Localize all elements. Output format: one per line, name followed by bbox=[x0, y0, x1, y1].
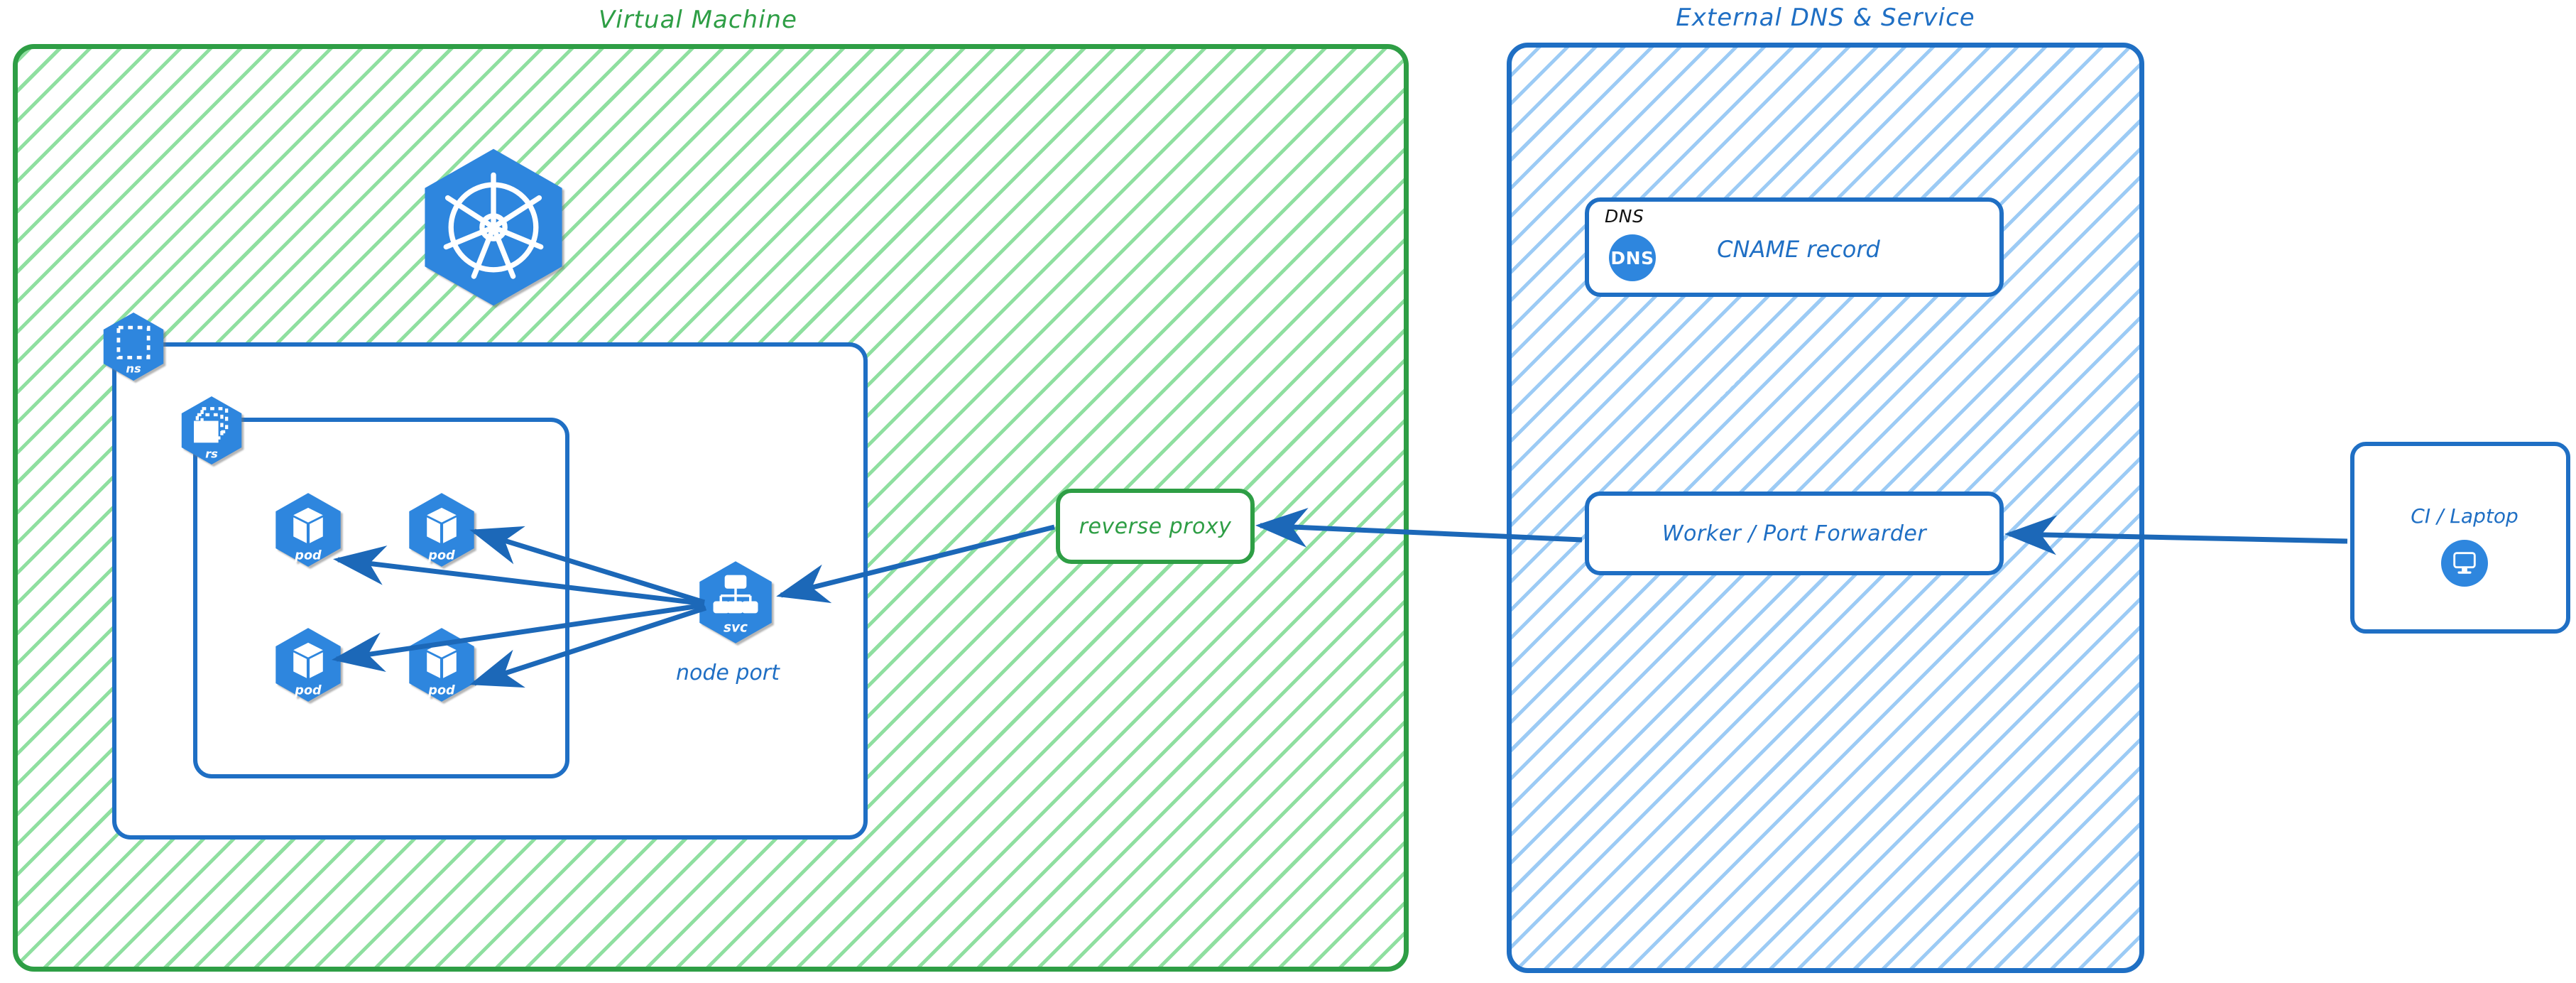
svg-text:svc: svc bbox=[724, 621, 748, 636]
pod-icon-bottom-right: pod bbox=[405, 626, 479, 703]
replicaset-box bbox=[193, 418, 569, 778]
svg-text:pod: pod bbox=[427, 549, 455, 563]
dns-cname-card[interactable]: DNS DNS CNAME record bbox=[1585, 197, 2004, 297]
replicaset-icon: rs bbox=[178, 395, 246, 466]
worker-port-forwarder-label: Worker / Port Forwarder bbox=[1661, 521, 1927, 546]
pod-icon-top-left: pod bbox=[271, 492, 345, 568]
group-external-dns-service-title: External DNS & Service bbox=[1676, 4, 1975, 32]
pod-icon-bottom-left: pod bbox=[271, 626, 345, 703]
reverse-proxy-label: reverse proxy bbox=[1079, 514, 1232, 539]
reverse-proxy-box[interactable]: reverse proxy bbox=[1056, 489, 1255, 564]
svg-text:pod: pod bbox=[427, 684, 455, 698]
worker-port-forwarder-box[interactable]: Worker / Port Forwarder bbox=[1585, 492, 2004, 575]
svg-text:ns: ns bbox=[126, 362, 141, 375]
node-port-caption: node port bbox=[676, 661, 780, 685]
namespace-icon: ns bbox=[99, 311, 168, 382]
dns-kicker-label: DNS bbox=[1605, 206, 1644, 227]
ci-laptop-label: CI / Laptop bbox=[2411, 504, 2518, 528]
dns-circle-icon: DNS bbox=[1609, 234, 1656, 281]
ci-laptop-box[interactable]: CI / Laptop bbox=[2350, 442, 2570, 634]
pod-icon-top-right: pod bbox=[405, 492, 479, 568]
kubernetes-logo-icon bbox=[412, 146, 575, 309]
service-icon: svc bbox=[694, 560, 777, 645]
svg-text:rs: rs bbox=[205, 447, 218, 460]
group-virtual-machine-title: Virtual Machine bbox=[599, 6, 797, 34]
monitor-icon bbox=[2441, 540, 2488, 587]
svg-text:pod: pod bbox=[294, 549, 322, 563]
svg-text:pod: pod bbox=[294, 684, 322, 698]
cname-record-label: CNAME record bbox=[1717, 236, 1880, 263]
